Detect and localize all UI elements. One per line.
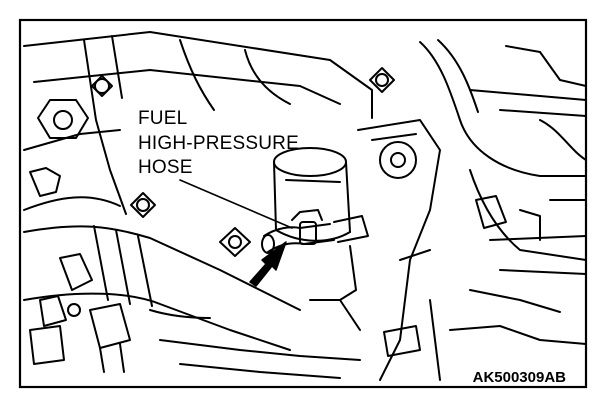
left-sensor: [29, 99, 89, 197]
callout-label-fuel: FUEL: [138, 108, 188, 129]
callout-label-hose: HOSE: [138, 157, 193, 178]
connector-cluster: [29, 303, 131, 373]
fuel-pressure-regulator: [273, 147, 351, 242]
air-intake-hose: [23, 225, 301, 351]
arrow-icon: [249, 241, 287, 287]
lower-manifold: [149, 299, 361, 379]
manifold-bolts: [91, 67, 395, 257]
right-hoses: [419, 39, 587, 381]
fuel-rail: [357, 119, 441, 381]
figure-code: AK500309AB: [472, 369, 566, 386]
fuel-high-pressure-hose: [261, 209, 369, 301]
callout-leader: [179, 179, 293, 229]
intake-manifold: [23, 31, 373, 215]
callout-label-high-pressure: HIGH-PRESSURE: [138, 133, 299, 154]
